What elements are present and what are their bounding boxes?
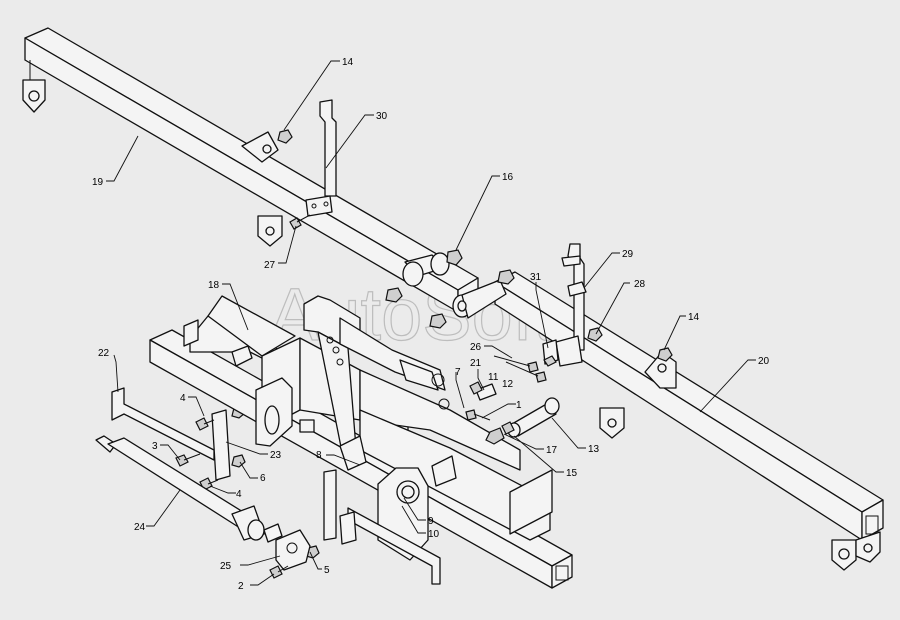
callout-27: 27 (264, 260, 276, 271)
callout-13: 13 (588, 444, 600, 455)
link-bar-22 (111, 387, 231, 491)
nut-group (231, 129, 673, 559)
callout-2: 2 (238, 581, 244, 592)
callout-1: 1 (516, 400, 522, 411)
callout-25: 25 (220, 561, 232, 572)
callout-4-upper: 4 (180, 393, 186, 404)
callout-14-top: 14 (342, 57, 354, 68)
callout-31: 31 (530, 272, 542, 283)
callout-labels: 19 14 30 16 27 18 31 29 28 14 20 26 21 1… (92, 57, 770, 592)
callout-29: 29 (622, 249, 634, 260)
spacer-tube (402, 252, 507, 319)
callout-9: 9 (428, 516, 434, 527)
callout-15: 15 (566, 468, 578, 479)
callout-20: 20 (758, 356, 770, 367)
pin-13 (465, 397, 560, 445)
callout-22: 22 (98, 348, 110, 359)
strap-bracket-30 (305, 99, 337, 217)
upper-beam-19 (22, 27, 479, 313)
main-frame-18 (149, 295, 573, 589)
leader-lines (106, 60, 756, 586)
clip-21 (469, 381, 497, 401)
callout-19: 19 (92, 177, 104, 188)
callout-23: 23 (270, 450, 282, 461)
callout-28: 28 (634, 279, 646, 290)
callout-8: 8 (316, 450, 322, 461)
callout-24: 24 (134, 522, 146, 533)
callout-4-lower: 4 (236, 489, 242, 500)
callout-14-right: 14 (688, 312, 700, 323)
callout-26: 26 (470, 342, 482, 353)
callout-6: 6 (260, 473, 266, 484)
callout-11: 11 (488, 372, 499, 383)
callout-12: 12 (502, 379, 514, 390)
hydraulic-cylinder-24 (95, 435, 283, 543)
callout-18: 18 (208, 280, 220, 291)
strap-bracket-29 (493, 243, 587, 383)
callout-21: 21 (470, 358, 482, 369)
callout-30: 30 (376, 111, 388, 122)
callout-10: 10 (428, 529, 440, 540)
callout-7: 7 (455, 367, 461, 378)
callout-17: 17 (546, 445, 558, 456)
callout-16: 16 (502, 172, 514, 183)
bolt-27 (289, 214, 311, 230)
callout-5: 5 (324, 565, 330, 576)
callout-3: 3 (152, 441, 158, 452)
hitch-bracket-8 (323, 467, 441, 585)
